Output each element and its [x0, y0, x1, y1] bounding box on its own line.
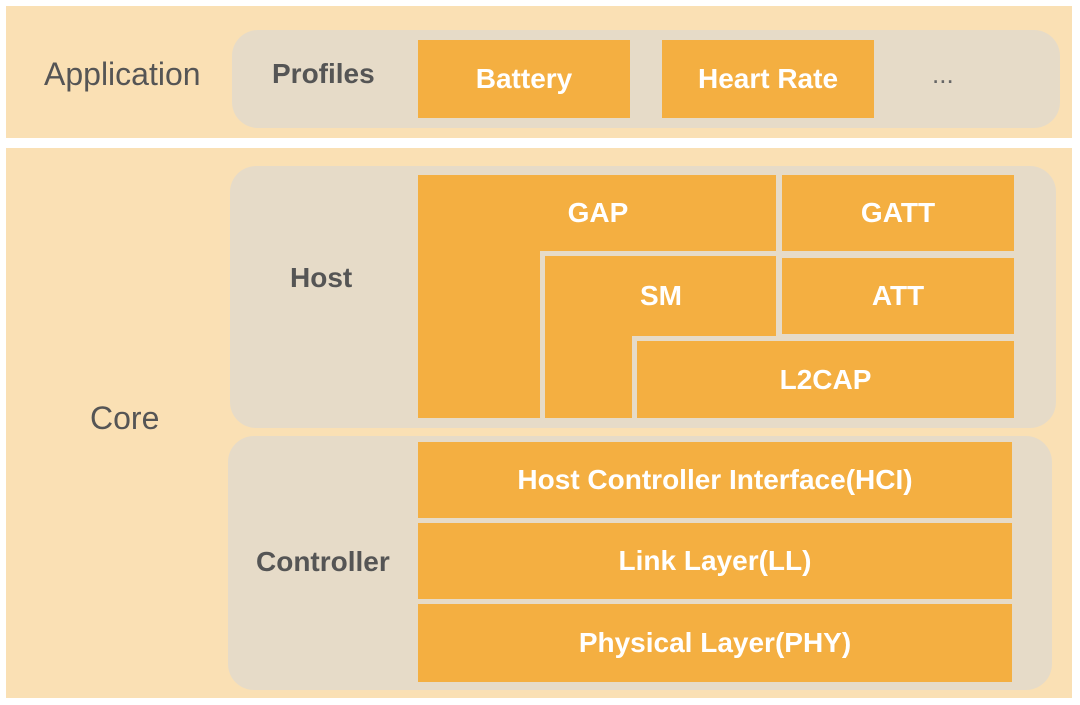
host-label: Host [290, 262, 353, 293]
physical-layer-block: Physical Layer(PHY) [418, 604, 1012, 682]
att-block: ATT [782, 258, 1014, 334]
more-profiles-ellipsis: ... [932, 58, 954, 89]
profiles-label: Profiles [272, 58, 375, 89]
heart-rate-profile-block: Heart Rate [662, 40, 874, 118]
gatt-block: GATT [782, 175, 1014, 251]
hci-layer-block: Host Controller Interface(HCI) [418, 442, 1012, 518]
sm-label: SM [640, 280, 682, 311]
application-label: Application [44, 55, 201, 92]
l2cap-block: L2CAP [637, 341, 1014, 418]
link-layer-block: Link Layer(LL) [418, 523, 1012, 599]
gap-block [418, 175, 776, 418]
controller-label: Controller [256, 546, 390, 577]
battery-profile-block: Battery [418, 40, 630, 118]
core-label: Core [90, 399, 160, 436]
gap-label: GAP [567, 197, 629, 228]
sm-block [545, 256, 776, 418]
profiles-panel [232, 30, 1060, 128]
